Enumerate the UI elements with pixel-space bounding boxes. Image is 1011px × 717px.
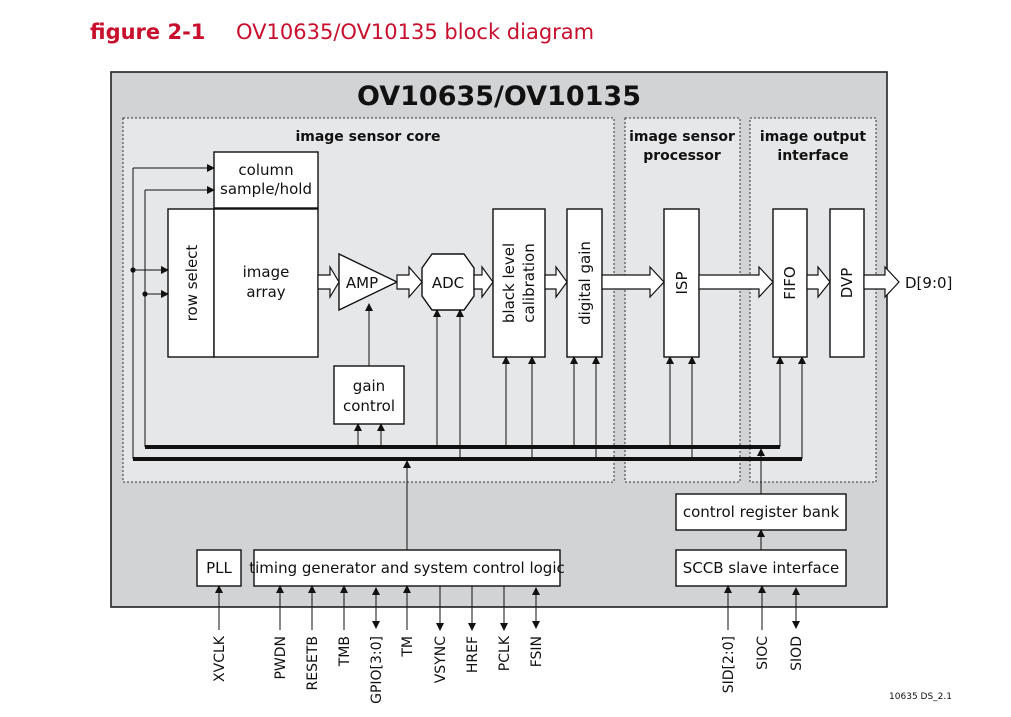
timing-generator-label: timing generator and system control logi… xyxy=(249,559,565,577)
gain-control-block xyxy=(333,365,405,425)
pll-label: PLL xyxy=(206,559,232,577)
fifo-block xyxy=(772,208,808,358)
pin-label: TMB xyxy=(337,636,353,667)
image-array-label-1: image xyxy=(243,263,290,281)
output-signal-label: D[9:0] xyxy=(905,274,952,292)
pin-label: XVCLK xyxy=(212,635,228,682)
control-register-bank-block xyxy=(675,493,847,531)
pin-label: SIOC xyxy=(755,636,771,670)
chip-title: OV10635/OV10135 xyxy=(357,81,641,112)
sensor-core-label: image sensor core xyxy=(295,129,440,145)
processor-label-1: image sensor xyxy=(629,129,735,145)
row-select-block xyxy=(167,208,215,358)
image-array-label-2: array xyxy=(246,283,285,301)
pin-label: VSYNC xyxy=(433,636,449,683)
pin-label: GPIO[3:0] xyxy=(369,636,385,704)
digital-gain-block xyxy=(566,208,603,358)
figure-number: figure 2-1 xyxy=(90,20,206,44)
pin-label: HREF xyxy=(465,636,481,673)
pin-lines xyxy=(215,585,800,631)
control-buses xyxy=(133,445,802,461)
pin-label: TM xyxy=(400,636,416,658)
digital-gain-label: digital gain xyxy=(576,241,594,325)
pin-label: PWDN xyxy=(273,636,289,680)
control-register-bank-label: control register bank xyxy=(683,503,840,521)
column-label-2: sample/hold xyxy=(220,180,312,198)
pll-block xyxy=(196,549,242,587)
isp-block xyxy=(663,208,700,358)
black-level-label-1: black level xyxy=(500,243,518,323)
pin-label: SID[2:0] xyxy=(721,636,737,693)
sccb-label: SCCB slave interface xyxy=(683,559,839,577)
isp-label: ISP xyxy=(673,272,691,295)
row-select-label: row select xyxy=(183,245,201,322)
data-path-arrows xyxy=(317,264,900,300)
gain-control-label-1: gain xyxy=(353,377,385,395)
column-label-1: column xyxy=(238,161,293,179)
column-block xyxy=(213,151,319,209)
image-array-block xyxy=(213,208,319,358)
adc-label: ADC xyxy=(432,274,464,292)
bus-junctions xyxy=(130,267,148,297)
dvp-block xyxy=(829,208,865,358)
output-label-2: interface xyxy=(777,148,848,164)
control-lines xyxy=(132,164,806,550)
figure-title: OV10635/OV10135 block diagram xyxy=(236,20,595,44)
pin-label: RESETB xyxy=(305,636,321,690)
pin-label: FSIN xyxy=(529,636,545,667)
sccb-block xyxy=(675,549,847,587)
fifo-label: FIFO xyxy=(781,266,799,300)
adc-block xyxy=(421,253,475,311)
black-level-label-2: calibration xyxy=(520,243,538,322)
pin-label: PCLK xyxy=(497,635,513,671)
processor-label-2: processor xyxy=(643,148,721,164)
black-level-block xyxy=(492,208,546,358)
reference-code: 10635 DS_2.1 xyxy=(889,692,952,702)
gain-control-label-2: control xyxy=(343,397,395,415)
amp-label: AMP xyxy=(346,274,378,292)
dvp-label: DVP xyxy=(838,268,856,299)
pin-label: SIOD xyxy=(789,636,805,671)
output-label-1: image output xyxy=(760,129,866,145)
timing-generator-block xyxy=(253,549,561,587)
